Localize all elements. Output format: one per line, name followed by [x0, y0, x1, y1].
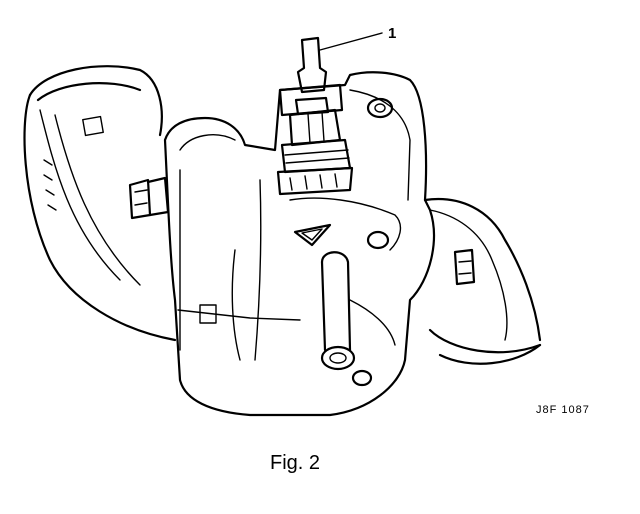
bleed-spigot [320, 251, 396, 387]
left-hose-outlet [23, 65, 177, 342]
housing-body [163, 71, 436, 417]
callout-number-1: 1 [388, 25, 396, 42]
temperature-sensor [276, 36, 354, 196]
callout-leader-line [319, 32, 383, 51]
sensor-hex-nut [288, 108, 342, 147]
left-mounting-bolt [128, 176, 170, 220]
hose-tab [82, 115, 104, 137]
figure-caption: Fig. 2 [269, 452, 321, 474]
right-hose-outlet [423, 198, 542, 365]
reference-code: J8F 1087 [536, 404, 590, 416]
sensor-terminal [296, 36, 328, 94]
boss-hole [366, 97, 394, 119]
flow-arrow-mark [293, 223, 332, 247]
